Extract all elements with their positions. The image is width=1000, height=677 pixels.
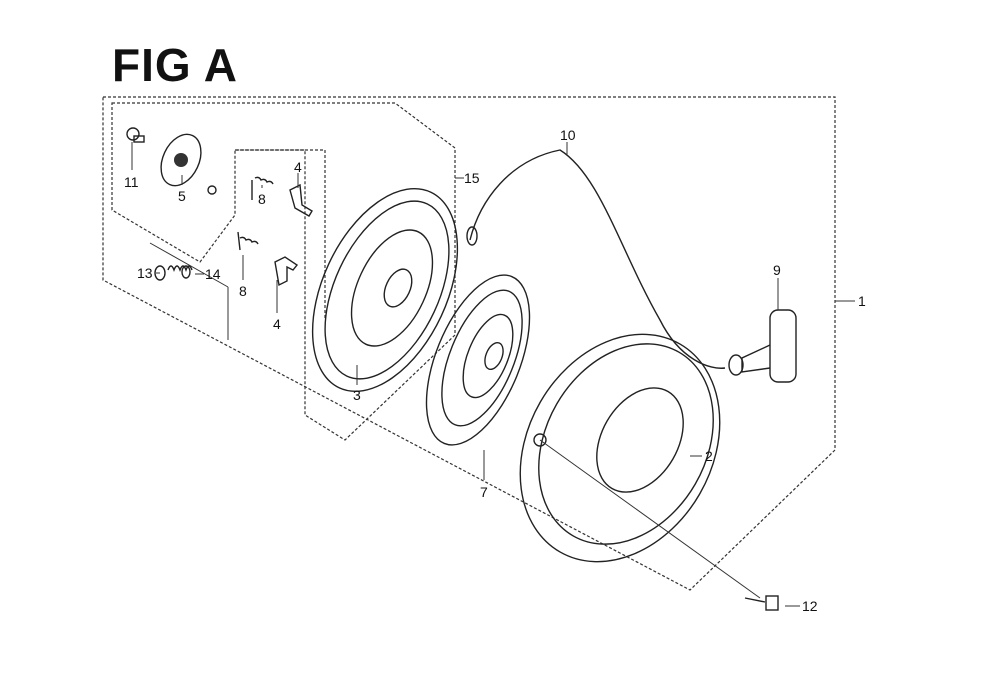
subassembly-outline-15 xyxy=(111,102,456,441)
part-5-ratchet[interactable] xyxy=(153,128,217,195)
callout-9: 9 xyxy=(773,262,781,278)
callout-8: 8 xyxy=(258,191,266,207)
callout-2: 2 xyxy=(705,448,713,464)
part-13-washer[interactable] xyxy=(154,265,166,281)
assembly-outline-1 xyxy=(102,96,836,591)
callout-14: 14 xyxy=(205,266,221,282)
kit-bracket xyxy=(235,149,326,320)
callout-5: 5 xyxy=(178,188,186,204)
callout-10: 10 xyxy=(560,127,576,143)
part-8-spring[interactable] xyxy=(251,176,274,200)
part-14-spring[interactable] xyxy=(167,265,193,279)
callout-4: 4 xyxy=(294,159,302,175)
part-9-handle[interactable] xyxy=(728,309,797,383)
part-3-reel[interactable] xyxy=(283,166,487,414)
leader-lines xyxy=(131,142,855,607)
part-11-bolt[interactable] xyxy=(126,127,145,143)
callout-3: 3 xyxy=(353,387,361,403)
part-4-pawl[interactable] xyxy=(274,256,299,287)
part-8-spring[interactable] xyxy=(237,231,259,251)
callout-1: 1 xyxy=(858,293,866,309)
figure-title: FIG A xyxy=(112,39,238,91)
part-2-starter-case[interactable] xyxy=(480,298,759,598)
callout-4: 4 xyxy=(273,316,281,332)
bolt-axis-line xyxy=(539,439,761,599)
divider-line xyxy=(149,242,229,288)
callout-8: 8 xyxy=(239,283,247,299)
part-10-rope[interactable] xyxy=(469,149,726,369)
part-4-pawl[interactable] xyxy=(289,183,313,217)
callout-11: 11 xyxy=(124,174,139,190)
part-12-bolt[interactable] xyxy=(744,595,779,611)
callout-12: 12 xyxy=(802,598,818,614)
callout-7: 7 xyxy=(480,484,488,500)
callout-15: 15 xyxy=(464,170,480,186)
callout-13: 13 xyxy=(137,265,153,281)
part-7-recoil-spring[interactable] xyxy=(405,261,550,459)
